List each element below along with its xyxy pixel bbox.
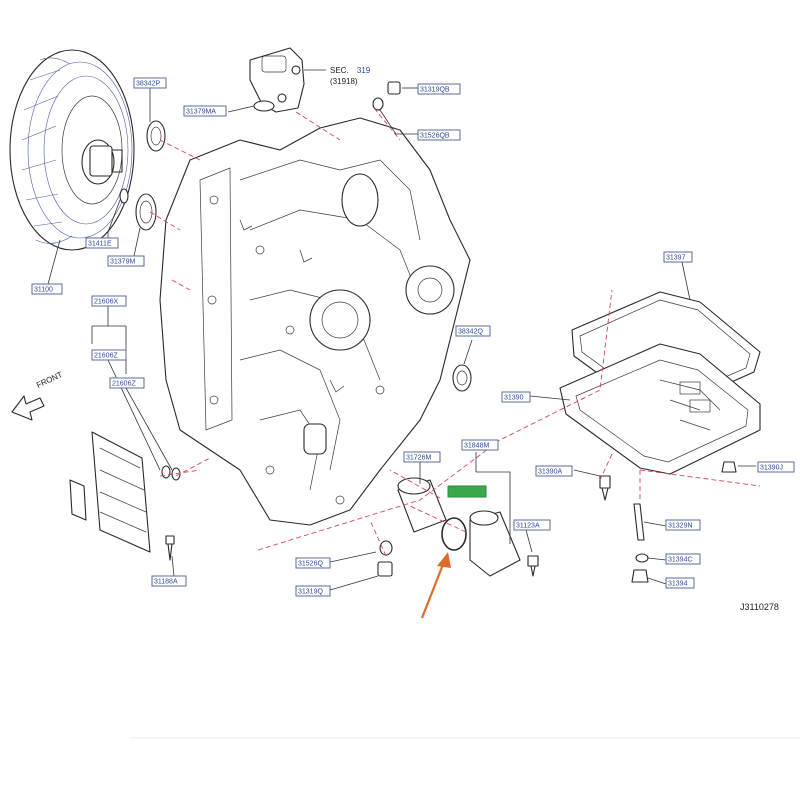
plug-31319q xyxy=(377,561,393,577)
leader-lines xyxy=(47,69,756,591)
sec-sub: (31918) xyxy=(330,77,358,86)
callout-31390a[interactable]: 31390A xyxy=(535,465,573,477)
callout-text: 31848M xyxy=(464,443,489,450)
section-reference: SEC. 319 (31918) xyxy=(330,66,371,86)
callout-31411e[interactable]: 31411E xyxy=(85,237,119,249)
callout-21606z-2[interactable]: 21606Z xyxy=(109,377,145,389)
oil-cooler xyxy=(69,431,151,553)
callout-highlighted[interactable] xyxy=(447,485,487,498)
sec-prefix: SEC. xyxy=(330,66,349,75)
o-ring-31379ma xyxy=(253,100,275,112)
callout-text: 38342P xyxy=(136,81,160,88)
callout-text: 31319Q xyxy=(298,589,323,596)
callout-text: 21606Z xyxy=(94,353,118,360)
oil-strainer-31726m xyxy=(397,477,447,533)
plug-31319qb xyxy=(387,81,401,95)
filter-cover-31848m xyxy=(469,510,521,577)
alignment-lines xyxy=(149,107,761,557)
callout-text: 31726M xyxy=(406,455,431,462)
bolt-31390a xyxy=(599,475,611,501)
callout-31397[interactable]: 31397 xyxy=(663,251,693,263)
bolt-31188a xyxy=(165,535,175,561)
callout-31526qb[interactable]: 31526QB xyxy=(417,129,461,141)
callout-text: 31123A xyxy=(516,523,540,530)
oil-seal-38342p xyxy=(146,120,166,152)
callout-text: 31188A xyxy=(154,579,178,586)
callout-text: 21606Z xyxy=(112,381,136,388)
callout-text: 31394 xyxy=(668,581,688,588)
o-ring-31411e xyxy=(119,188,129,204)
callout-31726m[interactable]: 31726M xyxy=(403,451,441,463)
plug-31394 xyxy=(631,569,649,583)
callout-38342q[interactable]: 38342Q xyxy=(455,325,491,337)
callout-text: 31379M xyxy=(110,259,135,266)
callout-text: 31329N xyxy=(668,523,693,530)
gasket-31526q xyxy=(379,540,393,556)
callout-31100[interactable]: 31100 xyxy=(31,283,63,295)
callout-text: 31526Q xyxy=(298,561,323,568)
callout-31390[interactable]: 31390 xyxy=(501,391,531,403)
callout-31379ma[interactable]: 31379MA xyxy=(183,105,227,117)
callout-text: 31526QB xyxy=(420,133,450,140)
front-label: FRONT xyxy=(35,370,64,390)
callout-text: 31319QB xyxy=(420,87,450,94)
drain-plug-31390j xyxy=(721,461,737,473)
bolt-31123a xyxy=(527,555,539,577)
callout-text: 31390J xyxy=(760,465,783,472)
callout-text: 31100 xyxy=(34,287,53,294)
callout-31848m[interactable]: 31848M xyxy=(461,439,499,451)
callout-31123a[interactable]: 31123A xyxy=(513,519,551,531)
callout-38342p[interactable]: 38342P xyxy=(133,77,167,89)
indicator-arrow xyxy=(420,552,451,619)
figure-code: J3110278 xyxy=(740,602,779,612)
callout-31394c[interactable]: 31394C xyxy=(665,553,701,565)
callout-31188a[interactable]: 31188A xyxy=(151,575,187,587)
callout-text: 31390 xyxy=(504,395,524,402)
oil-seal-38342q xyxy=(452,364,472,392)
callout-text: 31390A xyxy=(538,469,562,476)
callout-31390j[interactable]: 31390J xyxy=(757,461,795,473)
callout-21606x[interactable]: 21606X xyxy=(91,295,127,307)
callout-31319qb[interactable]: 31319QB xyxy=(417,83,461,95)
callout-text: 31397 xyxy=(666,255,686,262)
transmission-case xyxy=(159,117,471,526)
callout-21606z[interactable]: 21606Z xyxy=(91,349,127,361)
callout-text: 38342Q xyxy=(458,329,483,336)
pressure-sensor xyxy=(249,47,305,113)
callout-31329n[interactable]: 31329N xyxy=(665,519,701,531)
oil-seal-31379m xyxy=(135,193,157,231)
svg-text:SEC. 319: SEC. 319 xyxy=(330,66,371,75)
oil-pan xyxy=(559,343,761,475)
sec-number: 319 xyxy=(357,66,371,75)
callout-31394[interactable]: 31394 xyxy=(665,577,695,589)
tube-31329n xyxy=(633,503,645,541)
front-direction-indicator: FRONT xyxy=(11,370,64,421)
callout-text: 31411E xyxy=(88,241,112,248)
callout-text: 31379MA xyxy=(186,109,216,116)
callout-31526q[interactable]: 31526Q xyxy=(295,557,331,569)
o-ring-highlighted xyxy=(441,517,467,551)
washer-31394c xyxy=(635,553,649,563)
callout-31379m[interactable]: 31379M xyxy=(107,255,145,267)
callout-31319q[interactable]: 31319Q xyxy=(295,585,331,597)
gasket-31526qb xyxy=(372,97,384,111)
torque-converter xyxy=(9,49,135,251)
callout-text: 31394C xyxy=(668,557,693,564)
callout-text: 21606X xyxy=(94,299,118,306)
